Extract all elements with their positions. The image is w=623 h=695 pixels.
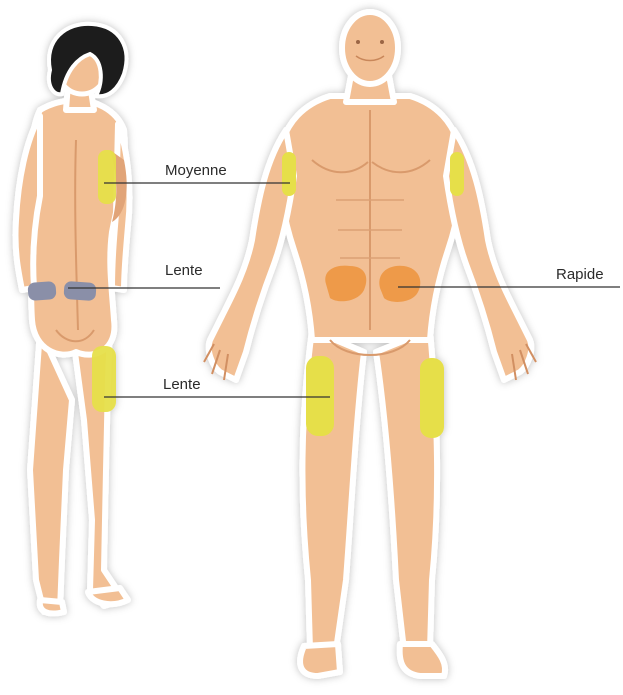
zone-abdomen-right-rapide	[379, 266, 420, 302]
zone-thigh-right-lente	[420, 358, 444, 438]
label-moyenne: Moyenne	[165, 162, 227, 180]
label-lente-flank: Lente	[165, 262, 203, 280]
zone-flank-left-lente	[27, 281, 56, 301]
zone-arm-left-moyenne	[282, 152, 296, 196]
female-figure-back	[15, 24, 129, 614]
label-lente-thigh: Lente	[163, 376, 201, 394]
zone-thigh-back-lente	[92, 346, 116, 412]
label-rapide: Rapide	[556, 266, 604, 284]
zone-thigh-left-lente	[306, 356, 334, 436]
zone-flank-right-lente	[63, 281, 96, 301]
male-figure-front	[204, 12, 536, 676]
zone-arm-back-moyenne	[98, 150, 116, 204]
zone-arm-right-moyenne	[450, 152, 464, 196]
